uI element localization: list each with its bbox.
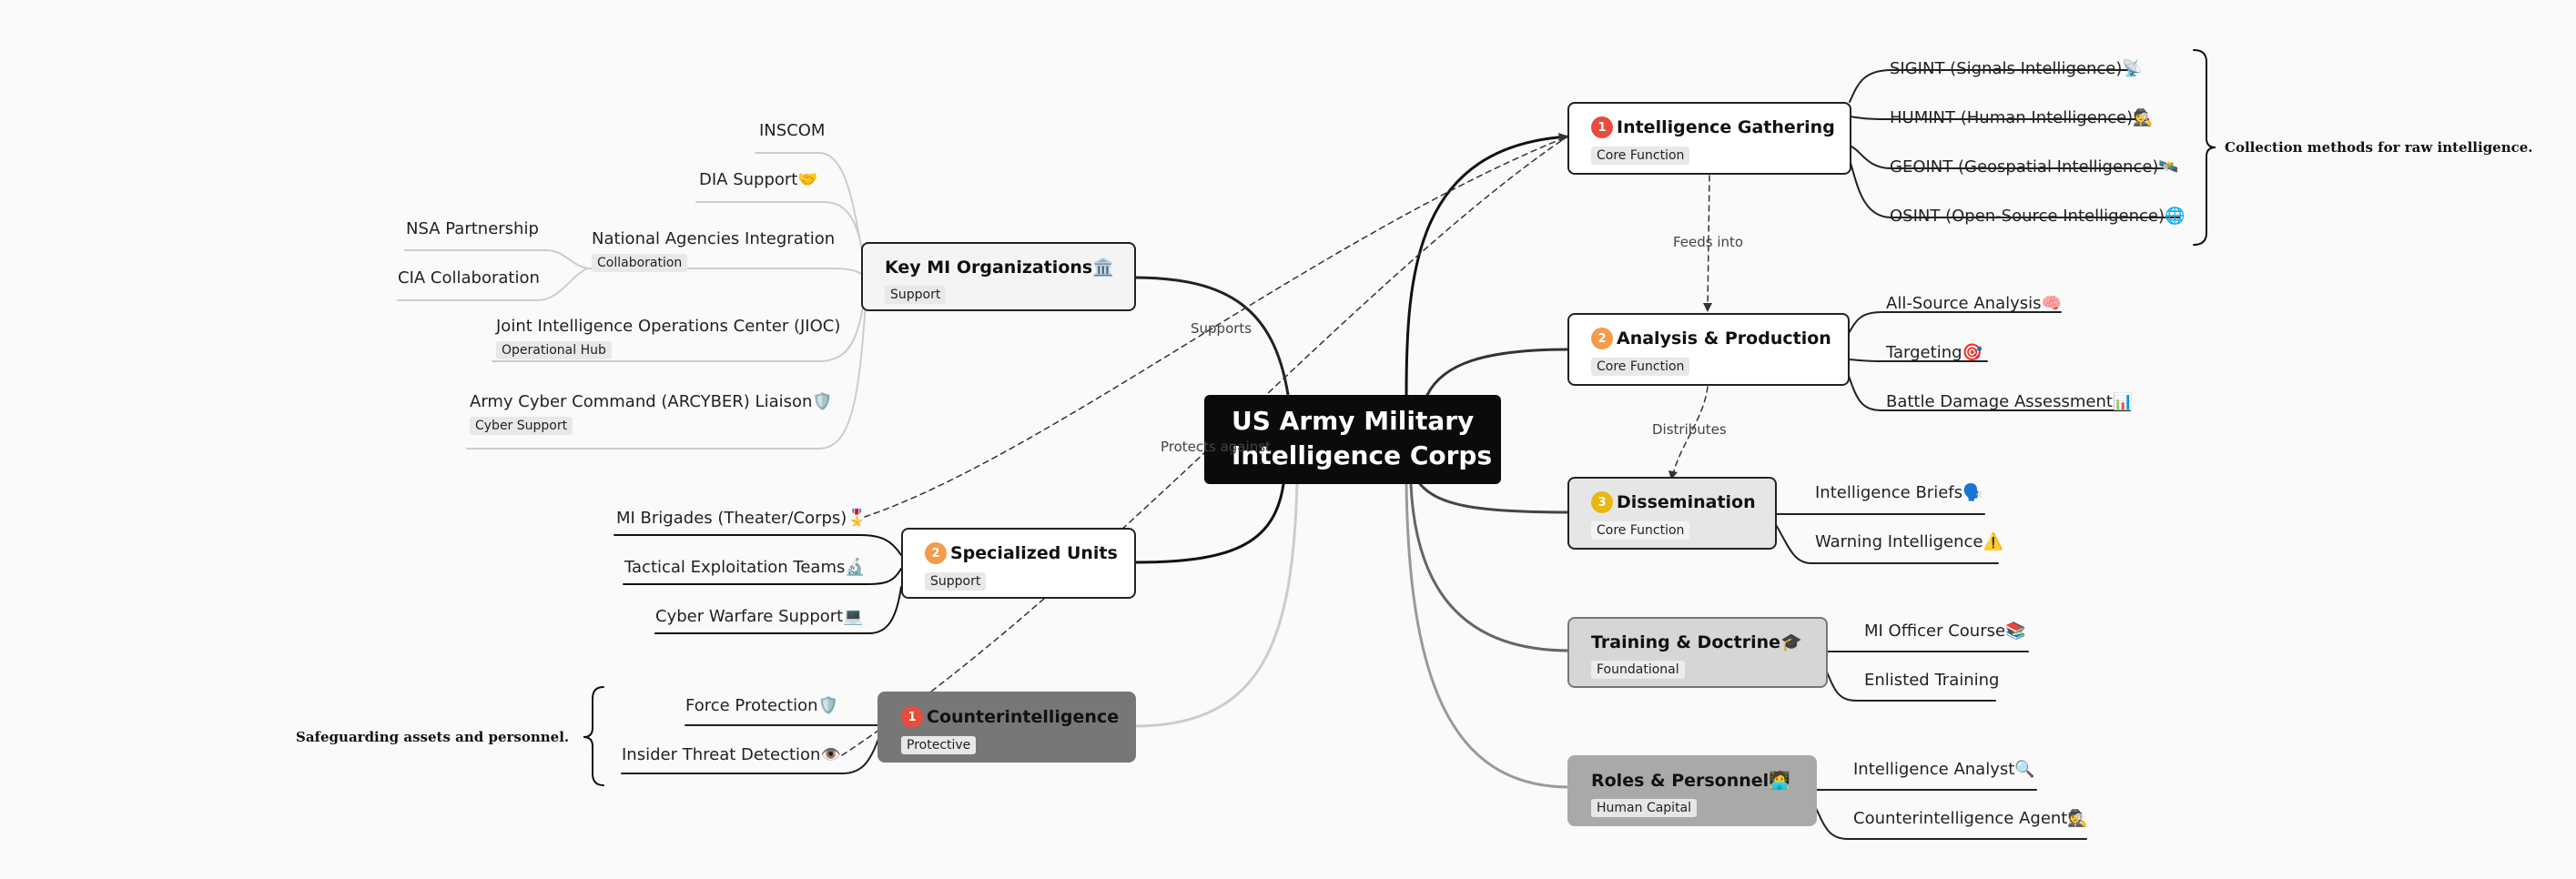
- priority-badge: 2: [925, 542, 947, 564]
- priority-badge: 1: [1591, 116, 1613, 138]
- leaf-cia-collaboration[interactable]: CIA Collaboration: [398, 268, 540, 288]
- root-title-line1: US Army Military: [1232, 406, 1475, 436]
- edge-root-roles: [1405, 482, 1571, 789]
- node-title: Training & Doctrine🎓: [1591, 632, 1802, 652]
- leaf-intelligence-briefs[interactable]: Intelligence Briefs🗣️: [1815, 483, 1983, 502]
- leaf-geoint[interactable]: GEOINT (Geospatial Intelligence)🛰️: [1890, 157, 2179, 177]
- leaf-warning-intelligence[interactable]: Warning Intelligence⚠️: [1815, 532, 2003, 551]
- node-title: Dissemination: [1617, 492, 1756, 512]
- leaf-humint[interactable]: HUMINT (Human Intelligence)🕵️: [1890, 108, 2154, 127]
- leaf-inscom[interactable]: INSCOM: [759, 121, 826, 140]
- leaf-intelligence-analyst[interactable]: Intelligence Analyst🔍: [1853, 760, 2035, 779]
- node-training-doctrine[interactable]: Training & Doctrine🎓 Foundational: [1567, 617, 1828, 688]
- relation-label-distributes: Distributes: [1652, 421, 1727, 438]
- leaf-sigint[interactable]: SIGINT (Signals Intelligence)📡: [1890, 59, 2143, 78]
- node-roles-personnel[interactable]: Roles & Personnel🧑‍💻 Human Capital: [1567, 755, 1817, 826]
- node-tag: Core Function: [1591, 521, 1690, 540]
- node-title: Key MI Organizations🏛️: [885, 258, 1114, 278]
- leaf-enlisted-training[interactable]: Enlisted Training: [1864, 671, 2000, 690]
- edge-root-training: [1409, 482, 1571, 652]
- priority-badge: 1: [901, 706, 923, 728]
- priority-badge: 3: [1591, 491, 1613, 513]
- leaf-osint[interactable]: OSINT (Open-Source Intelligence)🌐: [1890, 207, 2186, 226]
- node-tag: Human Capital: [1591, 799, 1698, 817]
- node-title: Specialized Units: [950, 543, 1118, 563]
- node-tag: Support: [925, 572, 987, 591]
- leaf-tag: Collaboration: [592, 254, 688, 272]
- relation-label-protects: Protects against: [1161, 439, 1271, 455]
- leaf-nsa-partnership[interactable]: NSA Partnership: [406, 219, 539, 238]
- node-title: Analysis & Production: [1617, 328, 1831, 349]
- leaf-targeting[interactable]: Targeting🎯: [1886, 343, 1983, 362]
- edge-root-units: [1132, 482, 1285, 564]
- node-title: Roles & Personnel🧑‍💻: [1591, 771, 1790, 791]
- leaf-tactical-exploitation[interactable]: Tactical Exploitation Teams🔬: [624, 558, 866, 577]
- leaf-mi-brigades[interactable]: MI Brigades (Theater/Corps)🎖️: [616, 509, 867, 528]
- node-title: Counterintelligence: [927, 707, 1120, 727]
- leaf-tag: Cyber Support: [470, 417, 573, 435]
- leaf-tag: Operational Hub: [496, 341, 612, 359]
- node-title: Intelligence Gathering: [1617, 117, 1835, 137]
- relation-distributes: [1672, 386, 1709, 476]
- leaf-mi-officer-course[interactable]: MI Officer Course📚: [1864, 621, 2026, 641]
- root-node[interactable]: US Army Military Intelligence Corps: [1204, 395, 1501, 484]
- leaf-cyber-warfare[interactable]: Cyber Warfare Support💻: [655, 607, 864, 626]
- relation-label-supports: Supports: [1191, 320, 1253, 337]
- leaf-force-protection[interactable]: Force Protection🛡️: [685, 696, 838, 715]
- root-title-line2: Intelligence Corps: [1232, 440, 1493, 470]
- leaf-all-source-analysis[interactable]: All-Source Analysis🧠: [1886, 294, 2062, 313]
- node-tag: Core Function: [1591, 358, 1690, 376]
- leaf-label: National Agencies Integration: [592, 229, 836, 248]
- leaf-insider-threat[interactable]: Insider Threat Detection👁️: [622, 745, 841, 764]
- relation-supports: [864, 136, 1568, 518]
- edge-root-analysis: [1425, 348, 1571, 397]
- node-tag: Foundational: [1591, 661, 1685, 679]
- summary-brace-gathering: [2193, 49, 2216, 246]
- leaf-dia-support[interactable]: DIA Support🤝: [699, 170, 818, 189]
- leaf-jioc[interactable]: Joint Intelligence Operations Center (JI…: [496, 317, 840, 359]
- node-tag: Support: [885, 286, 947, 304]
- leaf-counterintelligence-agent[interactable]: Counterintelligence Agent🕵️: [1853, 809, 2088, 828]
- leaf-arcyber[interactable]: Army Cyber Command (ARCYBER) Liaison🛡️ C…: [470, 392, 833, 435]
- leaf-label: Joint Intelligence Operations Center (JI…: [496, 317, 841, 336]
- summary-brace-counter: [583, 686, 604, 786]
- node-tag: Protective: [901, 736, 977, 754]
- node-tag: Core Function: [1591, 146, 1690, 165]
- leaf-label: Army Cyber Command (ARCYBER) Liaison🛡️: [470, 392, 833, 411]
- relation-label-feeds: Feeds into: [1673, 234, 1744, 250]
- leaf-national-agencies[interactable]: National Agencies Integration Collaborat…: [592, 229, 835, 272]
- edge-root-orgs: [1132, 276, 1290, 397]
- summary-counter: Safeguarding assets and personnel.: [296, 729, 570, 745]
- priority-badge: 2: [1591, 328, 1613, 349]
- edge-root-gathering: [1405, 135, 1571, 397]
- edge-root-dissemination: [1418, 482, 1571, 514]
- leaf-bda[interactable]: Battle Damage Assessment📊: [1886, 392, 2134, 411]
- summary-gathering: Collection methods for raw intelligence.: [2225, 139, 2533, 156]
- edge-root-counter: [1132, 482, 1299, 728]
- relation-feeds: [1707, 175, 1710, 310]
- node-key-mi-organizations[interactable]: Key MI Organizations🏛️ Support: [861, 242, 1136, 311]
